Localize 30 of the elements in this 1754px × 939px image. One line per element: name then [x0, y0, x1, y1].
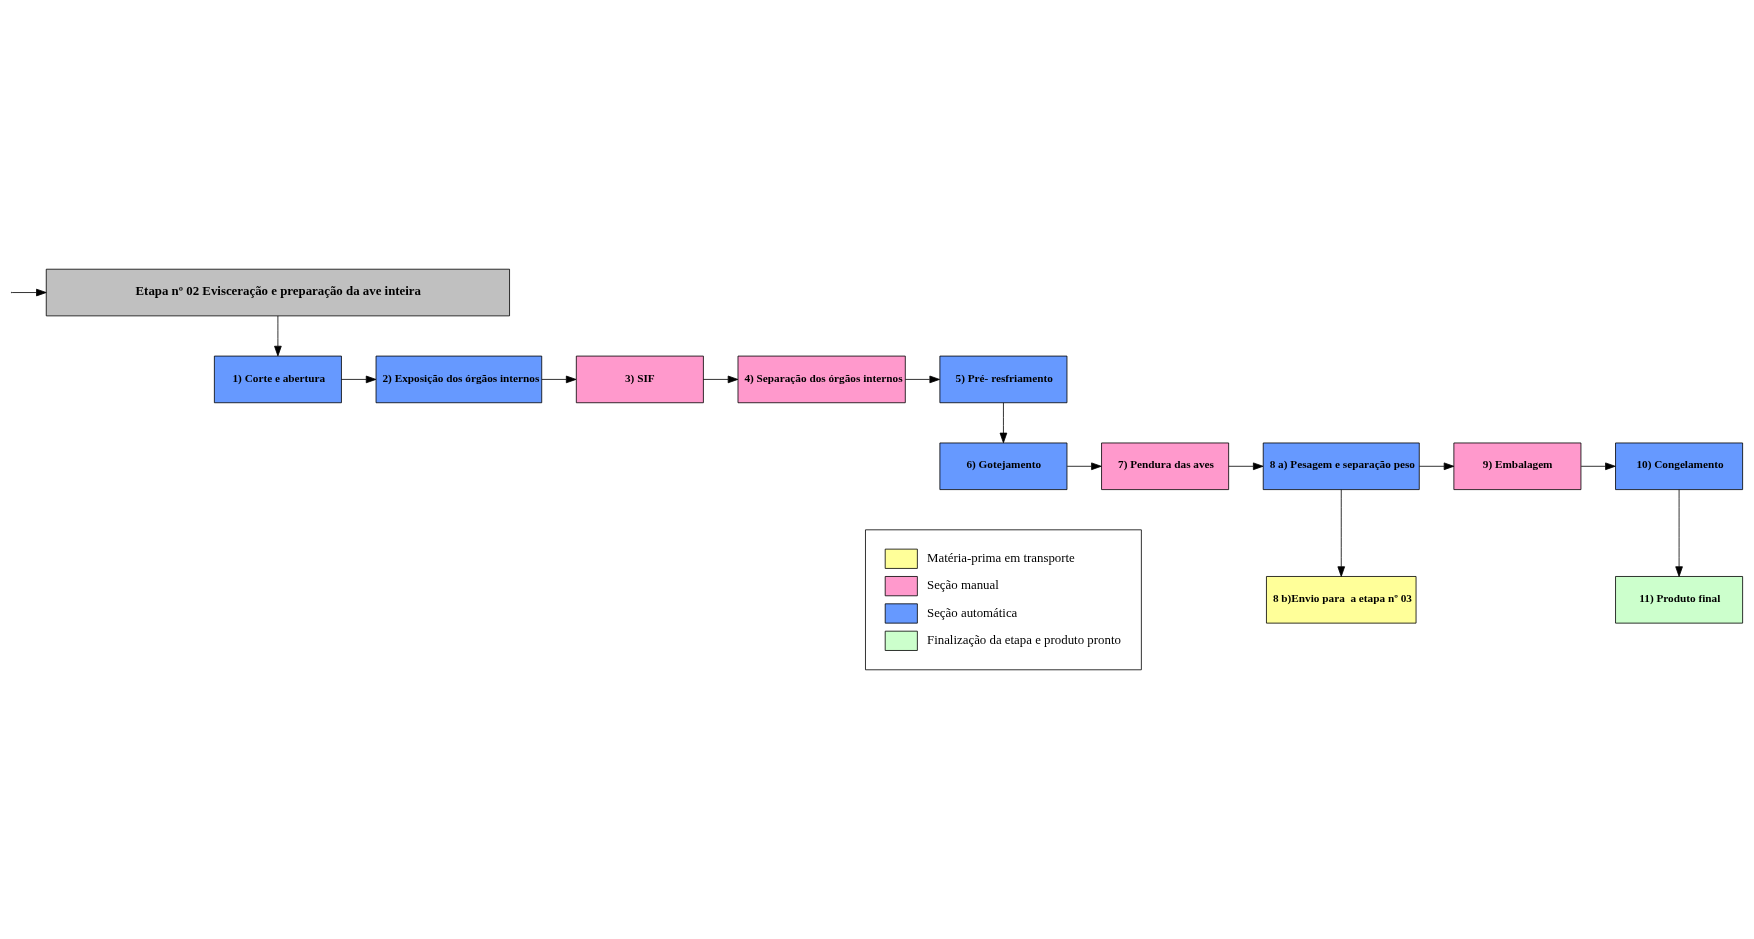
- node-box: 7) Pendura das aves: [1101, 442, 1230, 490]
- node-box: 3) SIF: [575, 355, 704, 404]
- node-box: 2) Exposição dos órgãos internos: [375, 355, 543, 404]
- node-box: 1) Corte e abertura: [213, 355, 342, 404]
- arrow: [1580, 462, 1616, 471]
- arrow: [541, 375, 577, 384]
- arrow: [1675, 489, 1683, 577]
- arrow: [1228, 462, 1264, 471]
- node-box: 10) Congelamento: [1615, 442, 1743, 490]
- node-box: 5) Pré- resfriamento: [939, 355, 1068, 404]
- arrow: [341, 375, 377, 384]
- arrow: [703, 375, 739, 384]
- legend-label: Seção manual: [927, 578, 999, 593]
- node-box: Etapa nº 02 Evisceração e preparação da ave inteira: [45, 268, 510, 317]
- node-box: 8 a) Pesagem e separação peso: [1262, 442, 1420, 490]
- legend-label: Seção automática: [927, 605, 1018, 620]
- arrow: [1066, 462, 1102, 471]
- node-box: 8 b)Envio para a etapa nº 03: [1266, 576, 1417, 624]
- node-box: 6) Gotejamento: [939, 442, 1068, 490]
- node-box: 9) Embalagem: [1453, 442, 1582, 490]
- node-box: 11) Produto final: [1615, 576, 1743, 624]
- legend-label: Finalização da etapa e produto pronto: [927, 632, 1121, 647]
- node-box: 4) Separação dos órgãos internos: [737, 355, 906, 404]
- arrow: [1418, 462, 1455, 471]
- arrow: [905, 375, 940, 384]
- arrow: [274, 315, 282, 357]
- arrow: [11, 288, 47, 297]
- legend-label: Matéria-prima em transporte: [927, 550, 1075, 565]
- arrow: [999, 402, 1008, 444]
- arrow: [1337, 489, 1346, 577]
